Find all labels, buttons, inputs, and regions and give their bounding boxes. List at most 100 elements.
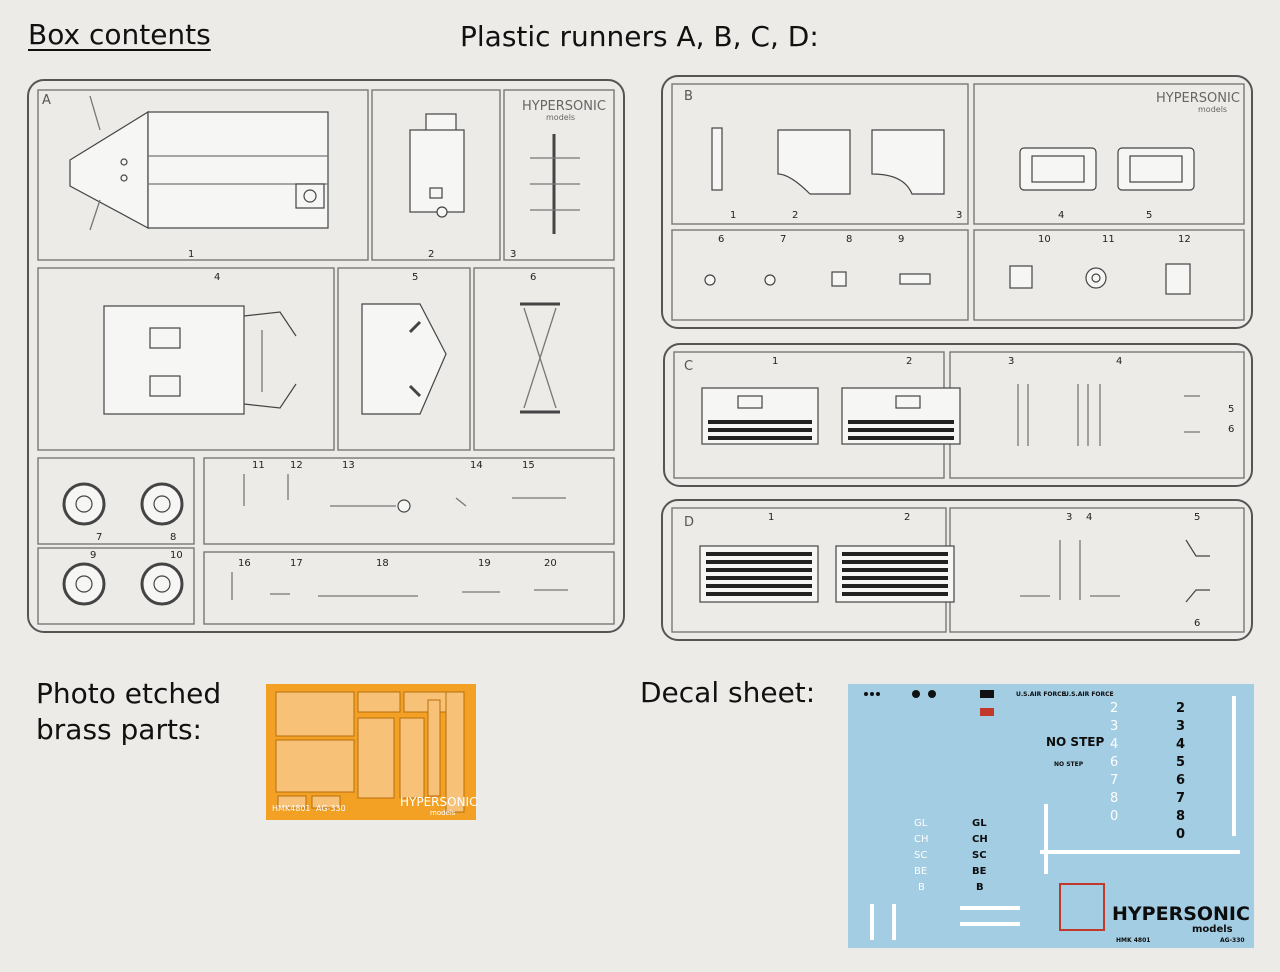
svg-text:6: 6	[530, 272, 536, 283]
svg-text:3: 3	[956, 210, 962, 221]
svg-text:NO STEP: NO STEP	[1054, 761, 1084, 768]
svg-text:3: 3	[1066, 512, 1072, 523]
svg-text:6: 6	[1110, 755, 1118, 770]
svg-text:2: 2	[792, 210, 798, 221]
runner-c-parts	[701, 384, 1200, 446]
svg-text:12: 12	[290, 460, 303, 471]
svg-text:5: 5	[1146, 210, 1152, 221]
svg-text:AG-330: AG-330	[316, 804, 346, 813]
svg-text:3: 3	[1176, 719, 1185, 734]
part-a5	[361, 303, 447, 415]
runner-d-part-numbers: 1 2 3 4 5 6	[768, 512, 1200, 629]
svg-text:8: 8	[1176, 809, 1185, 824]
decal-white-numbers: 2 3 4 6 7 8 0	[1110, 701, 1118, 824]
svg-text:5: 5	[412, 272, 418, 283]
svg-text:2: 2	[428, 249, 434, 260]
decal-letters: GL CH SC BE B GL CH SC BE B	[914, 818, 988, 893]
svg-text:AG-330: AG-330	[1220, 937, 1245, 944]
svg-text:HYPERSONIC: HYPERSONIC	[1156, 91, 1240, 106]
svg-text:20: 20	[544, 558, 557, 569]
part-a-small-parts	[231, 474, 568, 600]
decal-sheet-heading: Decal sheet:	[640, 676, 816, 709]
svg-text:14: 14	[470, 460, 483, 471]
part-a4-frame	[103, 305, 297, 415]
part-a-wheels	[62, 482, 184, 606]
svg-text:2: 2	[1176, 701, 1185, 716]
svg-text:12: 12	[1178, 234, 1191, 245]
svg-text:10: 10	[170, 550, 183, 561]
runner-b-parts	[704, 127, 1195, 295]
decal-brand-logo: HYPERSONIC models HMK 4801 AG-330	[1112, 903, 1250, 944]
runner-a-brand-logo: HYPERSONIC models	[522, 99, 606, 122]
svg-text:3: 3	[510, 249, 516, 260]
decal-sheet-background	[848, 684, 1254, 948]
runner-label: B	[684, 89, 693, 104]
photo-etch-fret: HMK4801 AG-330 HYPERSONIC models	[266, 684, 477, 820]
svg-text:19: 19	[478, 558, 491, 569]
svg-text:5: 5	[1228, 404, 1234, 415]
svg-text:0: 0	[1110, 809, 1118, 824]
svg-text:13: 13	[342, 460, 355, 471]
svg-text:9: 9	[898, 234, 904, 245]
svg-text:HMK4801: HMK4801	[272, 804, 311, 813]
svg-text:1: 1	[768, 512, 774, 523]
svg-text:10: 10	[1038, 234, 1051, 245]
svg-text:7: 7	[96, 532, 102, 543]
svg-text:models: models	[1198, 105, 1227, 114]
svg-text:7: 7	[1176, 791, 1185, 806]
svg-text:HYPERSONIC: HYPERSONIC	[522, 99, 606, 114]
runner-b-part-numbers: 1 2 3 4 5 6 7 8 9 10 11 12	[718, 210, 1191, 245]
svg-text:BE: BE	[972, 866, 987, 877]
runner-c: C 1 2 3 4 5	[663, 343, 1253, 487]
runner-a: A	[27, 79, 625, 633]
runner-label: A	[42, 93, 51, 108]
page-title: Box contents	[28, 18, 211, 51]
svg-text:U.S.AIR FORCE: U.S.AIR FORCE	[1064, 691, 1114, 698]
svg-text:HMK 4801: HMK 4801	[1116, 937, 1150, 944]
part-a3	[530, 134, 580, 234]
svg-text:5: 5	[1176, 755, 1185, 770]
runner-b: B 1 2 3 4 5 6 7	[661, 75, 1253, 329]
svg-text:GL: GL	[914, 818, 928, 829]
runner-label: D	[684, 515, 694, 530]
svg-text:HYPERSONIC: HYPERSONIC	[400, 795, 477, 809]
svg-text:4: 4	[1176, 737, 1185, 752]
runners-heading: Plastic runners A, B, C, D:	[460, 20, 819, 53]
svg-text:6: 6	[1228, 424, 1234, 435]
svg-text:11: 11	[1102, 234, 1115, 245]
svg-text:GL: GL	[972, 818, 987, 829]
svg-text:CH: CH	[972, 834, 988, 845]
svg-text:2: 2	[904, 512, 910, 523]
runner-b-brand-logo: HYPERSONIC models	[1156, 91, 1240, 114]
svg-text:7: 7	[1110, 773, 1118, 788]
svg-text:B: B	[918, 882, 925, 893]
runner-c-part-numbers: 1 2 3 4 5 6	[772, 356, 1234, 435]
part-a6	[520, 302, 560, 414]
svg-text:5: 5	[1194, 512, 1200, 523]
runner-c-grilles	[708, 420, 954, 440]
runner-a-grid	[37, 89, 615, 625]
photo-etch-heading: Photo etched brass parts:	[36, 677, 222, 746]
svg-text:NO STEP: NO STEP	[1046, 735, 1104, 749]
svg-text:17: 17	[290, 558, 303, 569]
svg-text:4: 4	[214, 272, 220, 283]
svg-text:models: models	[430, 809, 456, 817]
svg-text:6: 6	[1194, 618, 1200, 629]
svg-text:18: 18	[376, 558, 389, 569]
svg-text:8: 8	[170, 532, 176, 543]
svg-text:8: 8	[1110, 791, 1118, 806]
svg-text:1: 1	[772, 356, 778, 367]
svg-text:3: 3	[1110, 719, 1118, 734]
svg-text:16: 16	[238, 558, 251, 569]
svg-text:3: 3	[1008, 356, 1014, 367]
svg-text:U.S.AIR FORCE: U.S.AIR FORCE	[1016, 691, 1066, 698]
svg-text:1: 1	[188, 249, 194, 260]
svg-text:4: 4	[1110, 737, 1118, 752]
svg-text:9: 9	[90, 550, 96, 561]
svg-text:0: 0	[1176, 827, 1185, 842]
svg-text:6: 6	[718, 234, 724, 245]
svg-text:2: 2	[1110, 701, 1118, 716]
svg-text:CH: CH	[914, 834, 929, 845]
svg-text:7: 7	[780, 234, 786, 245]
